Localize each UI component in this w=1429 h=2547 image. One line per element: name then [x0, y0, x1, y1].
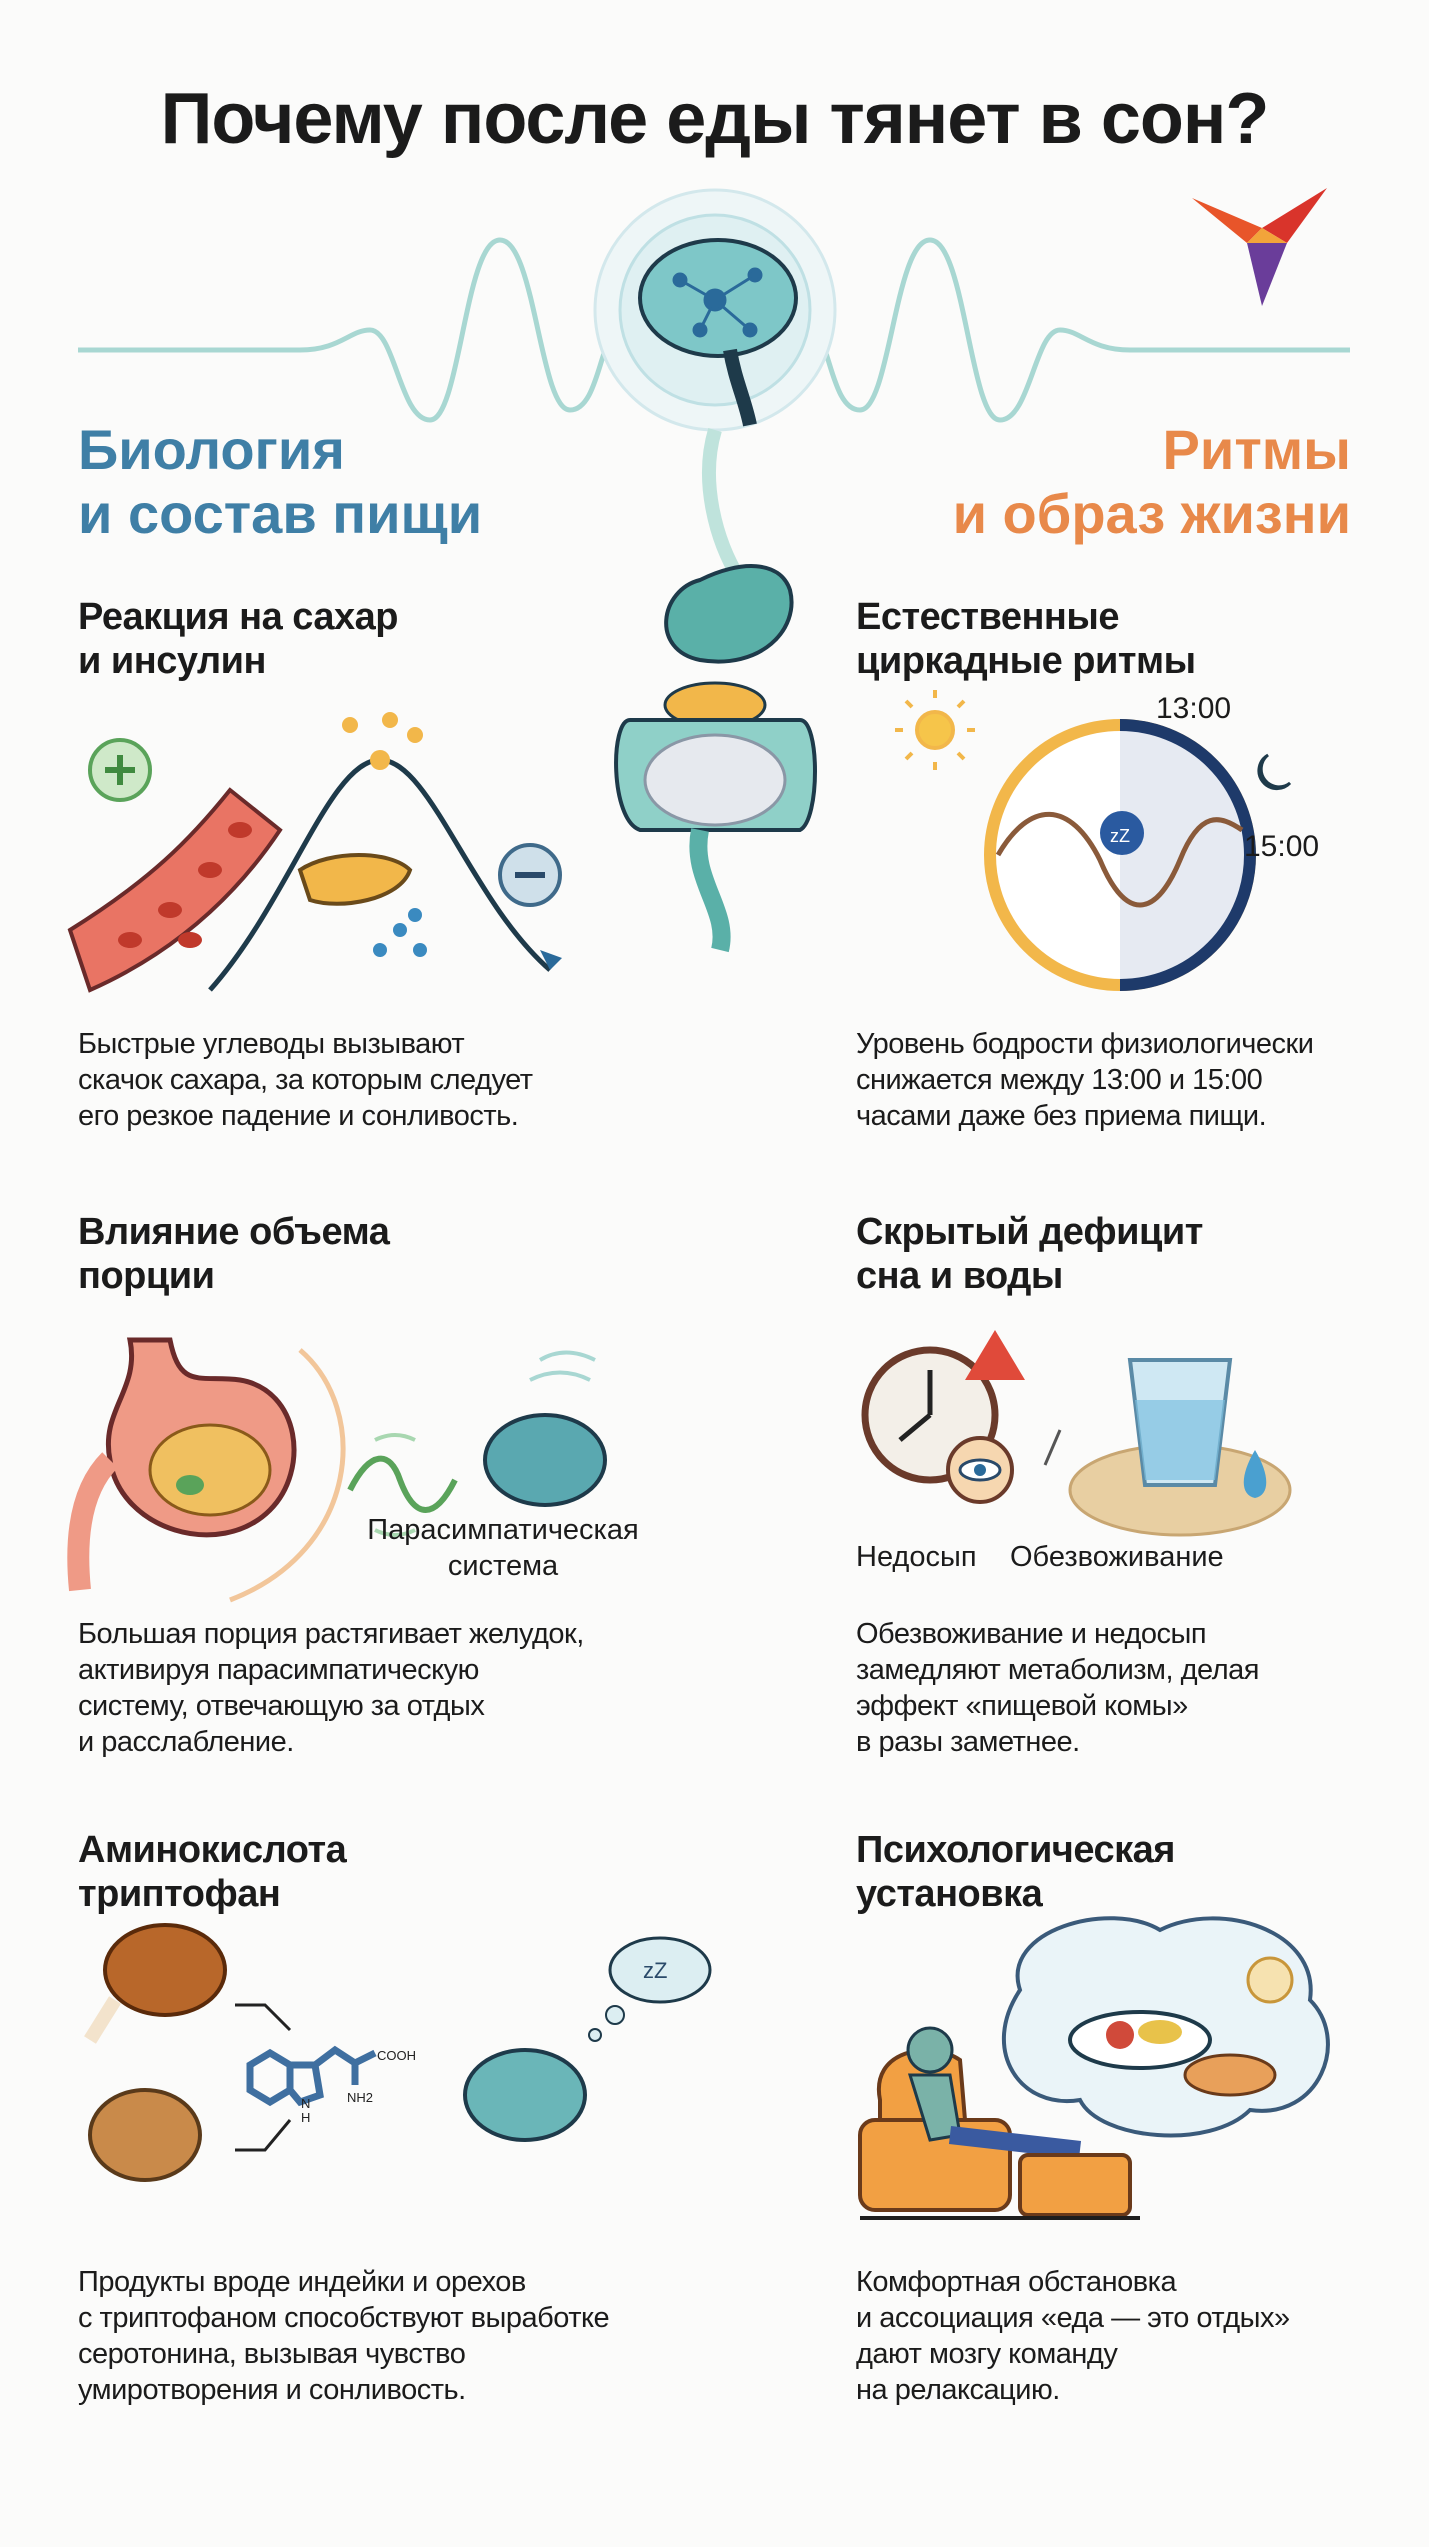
text-line: Продукты вроде индейки и орехов	[78, 2266, 526, 2298]
bird-logo-icon	[1192, 188, 1327, 306]
text-line: Уровень бодрости физиологически	[856, 1028, 1314, 1060]
text-line: его резкое падение и сонливость.	[78, 1100, 519, 1132]
text-line: серотонина, вызывая чувство	[78, 2338, 466, 2370]
brain-wave-illustration	[78, 188, 1350, 953]
molecule-n-label: N	[301, 2096, 310, 2111]
section-heading-line: Ритмы	[1162, 418, 1351, 481]
section-heading-line: и состав пищи	[78, 482, 483, 545]
molecule-h-label: H	[301, 2110, 310, 2125]
text-line: дают мозгу команду	[856, 2338, 1118, 2370]
card-title-psych: Психологическая установка	[856, 1828, 1175, 1916]
sleep-z-label: zZ	[1110, 826, 1130, 846]
molecule-nh2-label: NH2	[347, 2090, 373, 2105]
text-line: и ассоциация «еда — это отдых»	[856, 2302, 1290, 2334]
card-title-line: установка	[856, 1873, 1043, 1915]
card-text-deficit: Обезвоживание и недосып замедляют метабо…	[856, 1616, 1259, 1760]
card-title-line: Естественные	[856, 596, 1119, 638]
card-title-line: триптофан	[78, 1873, 281, 1915]
text-line: с триптофаном способствуют выработке	[78, 2302, 610, 2334]
page-title: Почему после еды тянет в сон?	[160, 79, 1270, 159]
card-title-line: сна и воды	[856, 1255, 1063, 1297]
text-line: в разы заметнее.	[856, 1726, 1080, 1758]
text-line: систему, отвечающую за отдых	[78, 1690, 485, 1722]
text-line: Быстрые углеводы вызывают	[78, 1028, 465, 1060]
text-line: снижается между 13:00 и 15:00	[856, 1064, 1263, 1096]
text-line: часами даже без приема пищи.	[856, 1100, 1267, 1132]
card-text-sugar: Быстрые углеводы вызывают скачок сахара,…	[78, 1026, 533, 1134]
text-line: замедляют метаболизм, делая	[856, 1654, 1259, 1686]
text-line: на релаксацию.	[856, 2374, 1060, 2406]
text-line: активируя парасимпатическую	[78, 1654, 479, 1686]
card-title-line: Влияние объема	[78, 1211, 390, 1253]
label-sleep-deprivation: Недосып	[856, 1541, 977, 1573]
text-line: и расслабление.	[78, 1726, 294, 1758]
blood-sugar-illustration	[67, 712, 562, 993]
card-title-line: Скрытый дефицит	[856, 1211, 1203, 1253]
text-line: Большая порция растягивает желудок,	[78, 1618, 584, 1650]
label-line: система	[447, 1550, 559, 1582]
section-heading-line: и образ жизни	[952, 482, 1351, 545]
parasympathetic-label: Парасимпатическая система	[333, 1512, 673, 1584]
time-label-15: 15:00	[1244, 830, 1320, 863]
section-heading-line: Биология	[78, 418, 345, 481]
text-line: Обезвоживание и недосып	[856, 1618, 1207, 1650]
text-line: Комфортная обстановка	[856, 2266, 1177, 2298]
card-title-deficit: Скрытый дефицит сна и воды	[856, 1210, 1203, 1298]
tryptophan-illustration: COOH NH2 N H zZ	[84, 1923, 712, 2182]
time-label-13: 13:00	[1156, 692, 1232, 725]
card-text-tryptophan: Продукты вроде индейки и орехов с трипто…	[78, 2264, 610, 2408]
card-title-tryptophan: Аминокислота триптофан	[78, 1828, 347, 1916]
card-title-sugar: Реакция на сахар и инсулин	[78, 595, 399, 683]
label-dehydration: Обезвоживание	[1010, 1541, 1224, 1573]
label-line: Парасимпатическая	[367, 1514, 639, 1546]
sleep-z-label: zZ	[643, 1958, 667, 1983]
card-title-line: порции	[78, 1255, 215, 1297]
molecule-cooh-label: COOH	[377, 2048, 416, 2063]
armchair-dream-illustration	[858, 1916, 1330, 2220]
card-text-circadian: Уровень бодрости физиологически снижаетс…	[856, 1026, 1314, 1134]
card-title-line: Аминокислота	[78, 1829, 347, 1871]
sleep-water-deficit-illustration	[861, 1330, 1292, 1537]
card-title-line: Психологическая	[856, 1829, 1175, 1871]
section-heading-biology: Биология и состав пищи	[78, 418, 482, 546]
section-heading-rhythms: Ритмы и образ жизни	[953, 418, 1351, 546]
text-line: эффект «пищевой комы»	[856, 1690, 1188, 1722]
stomach-nerve-illustration	[67, 1337, 607, 1603]
card-text-portion: Большая порция растягивает желудок, акти…	[78, 1616, 584, 1760]
card-title-circadian: Естественные циркадные ритмы	[856, 595, 1196, 683]
circadian-clock-illustration: zZ	[895, 690, 1292, 991]
text-line: скачок сахара, за которым следует	[78, 1064, 533, 1096]
card-title-line: Реакция на сахар	[78, 596, 399, 638]
card-title-line: и инсулин	[78, 640, 266, 682]
text-line: умиротворения и сонливость.	[78, 2374, 466, 2406]
card-title-line: циркадные ритмы	[856, 640, 1196, 682]
card-text-psych: Комфортная обстановка и ассоциация «еда …	[856, 2264, 1290, 2408]
card-title-portion: Влияние объема порции	[78, 1210, 390, 1298]
